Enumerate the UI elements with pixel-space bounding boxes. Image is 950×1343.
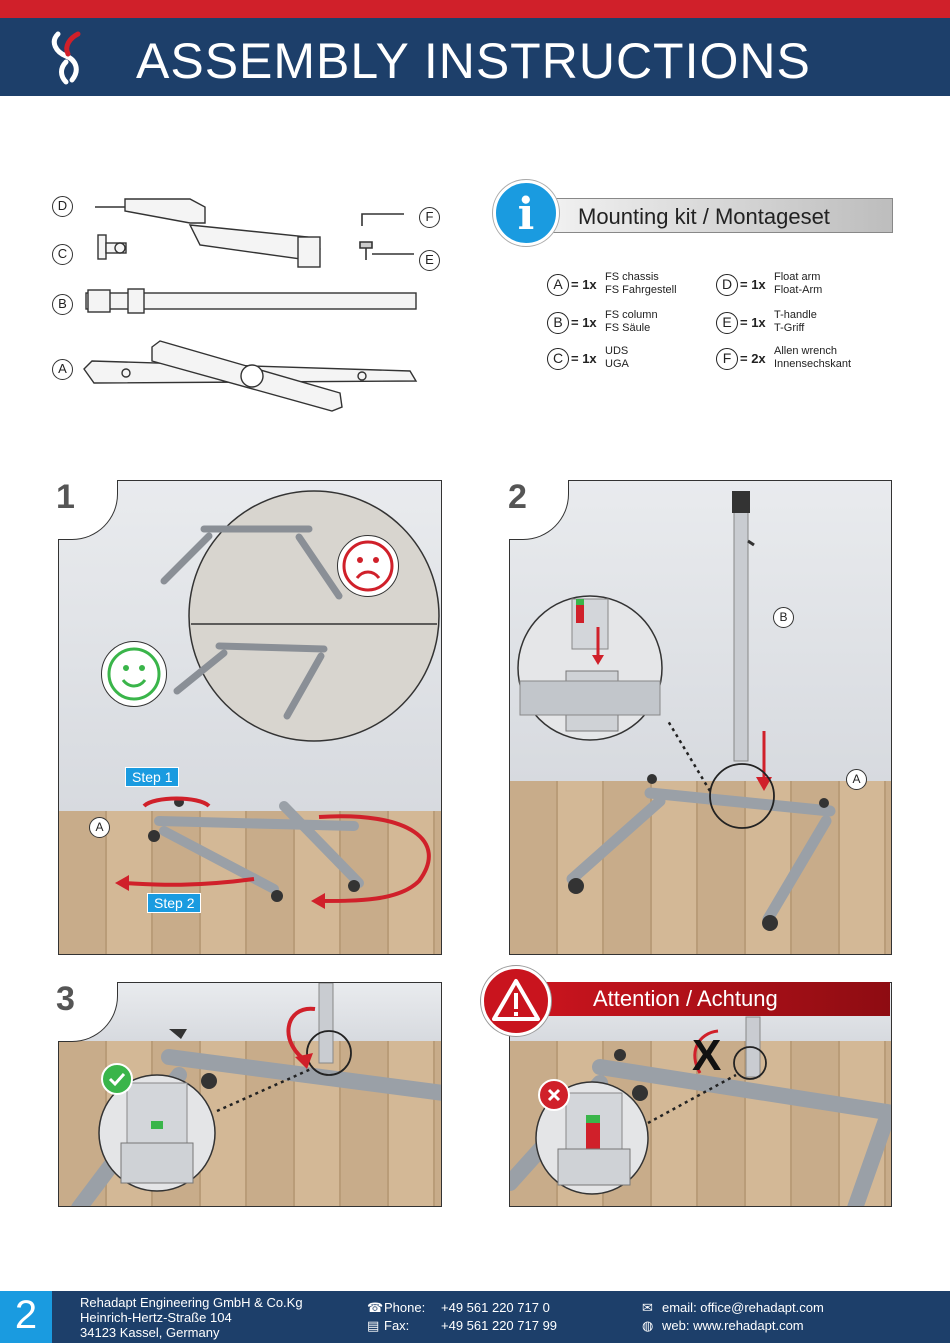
part-label-b: B: [52, 294, 73, 315]
page-footer: 2 Rehadapt Engineering GmbH & Co.Kg Hein…: [0, 1291, 950, 1343]
part-label-e: E: [419, 250, 440, 271]
mounting-kit-heading: Mounting kit / Montageset i: [493, 180, 893, 246]
part-label-d: D: [52, 196, 73, 217]
footer-company: Rehadapt Engineering GmbH & Co.Kg: [80, 1295, 303, 1310]
fax-icon: ▤: [367, 1318, 380, 1333]
footer-city: 34123 Kassel, Germany: [80, 1325, 220, 1340]
step-2-number: 2: [508, 478, 527, 516]
incorrect-x-icon: [538, 1079, 570, 1111]
attention-illustration: [510, 1016, 891, 1206]
step-3-panel: [58, 982, 442, 1207]
phone-label: Phone:: [384, 1300, 426, 1315]
step-1-panel: A Step 1 Step 2: [58, 480, 442, 955]
step-2-callout-a: A: [846, 769, 867, 790]
part-label-f: F: [419, 207, 440, 228]
fax-label: Fax:: [384, 1318, 410, 1333]
step-2-tag: Step 2: [147, 893, 202, 913]
info-icon: i: [493, 180, 559, 246]
incorrect-sad-face-icon: [337, 535, 399, 597]
step-3-number: 3: [56, 980, 75, 1018]
kit-title: Mounting kit / Montageset: [578, 204, 830, 229]
step-2-callout-b: B: [773, 607, 794, 628]
step-2-panel: B A: [509, 480, 892, 955]
footer-street: Heinrich-Hertz-Straße 104: [80, 1310, 232, 1325]
correct-check-icon: [101, 1063, 133, 1095]
page-title: ASSEMBLY INSTRUCTIONS: [136, 33, 811, 89]
correct-happy-face-icon: [101, 641, 167, 707]
attention-text: Attention / Achtung: [593, 986, 778, 1011]
step-3-illustration: [71, 983, 441, 1206]
web-icon: ◍: [642, 1318, 654, 1333]
footer-email[interactable]: email: office@rehadapt.com: [662, 1300, 824, 1315]
fax-number[interactable]: +49 561 220 717 99: [441, 1318, 558, 1333]
part-label-c: C: [52, 244, 73, 265]
footer-web[interactable]: web: www.rehadapt.com: [662, 1318, 804, 1333]
attention-banner: Attention / Achtung: [540, 982, 890, 1016]
step-1-number: 1: [56, 478, 75, 516]
step-1-callout-a: A: [89, 817, 110, 838]
parts-line-drawing: [83, 198, 418, 412]
rehadapt-logo-icon: [51, 31, 81, 85]
phone-icon: ☎: [367, 1300, 384, 1315]
page-header: ASSEMBLY INSTRUCTIONS: [0, 18, 950, 96]
top-accent-bar: [0, 0, 950, 18]
step-2-illustration: [517, 491, 836, 931]
tools-line-drawing: [359, 213, 414, 260]
wrong-mark: X: [692, 1031, 722, 1080]
step-1-tag: Step 1: [125, 767, 180, 787]
warning-icon: [481, 966, 551, 1036]
page-number: 2: [0, 1291, 52, 1343]
phone-number[interactable]: +49 561 220 717 0: [441, 1300, 550, 1315]
email-icon: ✉: [642, 1300, 653, 1315]
part-label-a: A: [52, 359, 73, 380]
